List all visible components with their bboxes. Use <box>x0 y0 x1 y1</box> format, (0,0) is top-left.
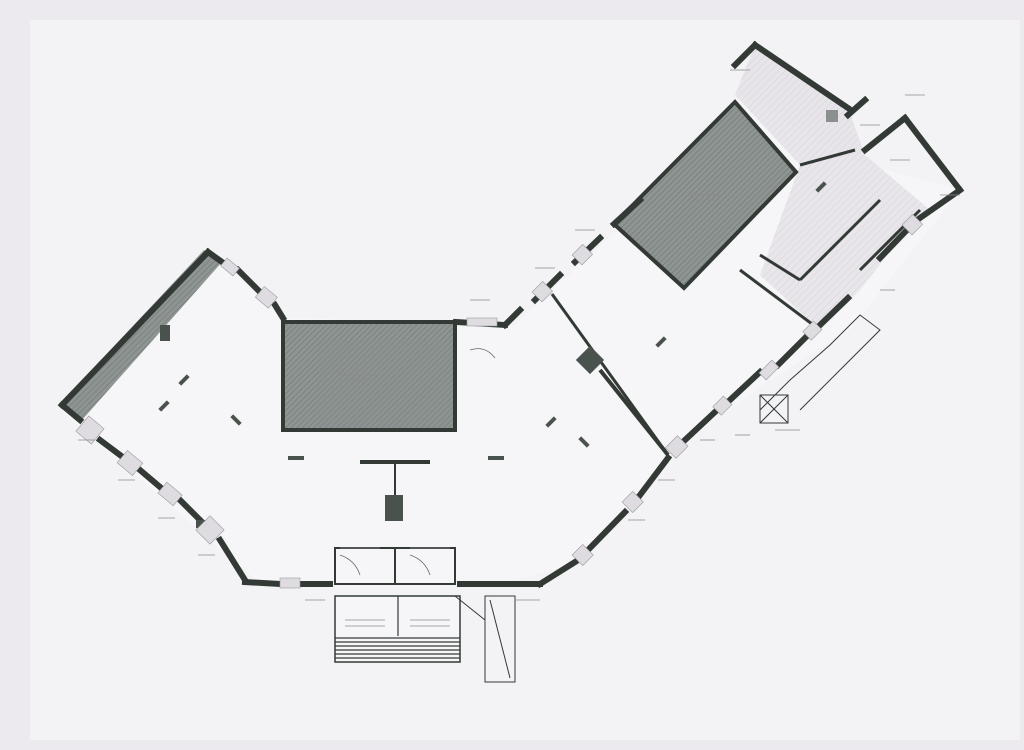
central-storage-hatched <box>283 322 455 430</box>
entrance-ramp <box>454 595 516 683</box>
illegible-labels <box>78 69 960 627</box>
entrance-stairs <box>334 595 461 663</box>
upper-right-storage-walls <box>612 99 799 291</box>
central-storage-inner <box>318 340 453 428</box>
annex-structure <box>759 314 881 424</box>
door-swings <box>339 348 496 576</box>
columns <box>158 110 838 528</box>
window-openings <box>75 213 924 589</box>
left-storage-hatched <box>60 250 222 420</box>
exterior-walls <box>57 40 965 589</box>
